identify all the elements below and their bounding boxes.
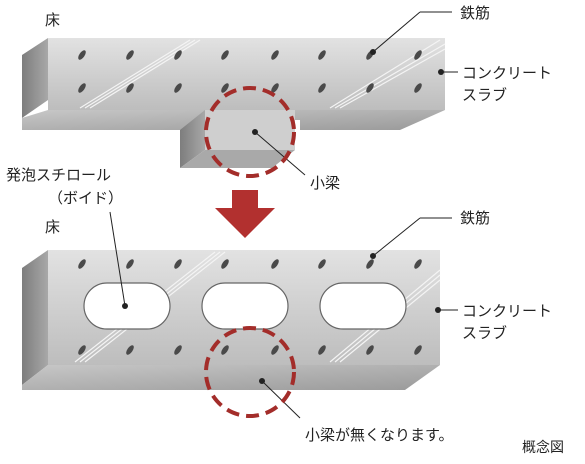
rebar-hole: [221, 345, 229, 355]
rebar-hole: [318, 83, 326, 93]
rebar-hole: [174, 83, 182, 93]
rebar-hole: [126, 259, 134, 269]
bottom-no-beam-label: 小梁が無くなります。: [305, 426, 454, 444]
rebar-hole: [366, 259, 374, 269]
transition-arrow: [215, 190, 275, 238]
bottom-rebar-label: 鉄筋: [460, 209, 490, 227]
bottom-no-beam-leader: [261, 380, 301, 419]
top-rebar-label: 鉄筋: [460, 4, 490, 22]
bottom-slab-label-line1: コンクリート: [462, 302, 552, 320]
rebar-hole: [78, 259, 86, 269]
bottom-slab-left-face: [22, 250, 48, 385]
rebar-hole: [174, 259, 182, 269]
rebar-hole: [414, 83, 422, 93]
rebar-hole: [414, 345, 422, 355]
rebar-hole: [221, 83, 229, 93]
top-slab: [22, 11, 458, 178]
void-2: [201, 282, 289, 330]
bottom-foam-label-line1: 発泡スチロール: [6, 166, 111, 184]
rebar-hole: [221, 50, 229, 60]
rebar-hole: [318, 259, 326, 269]
bottom-rebar-leader: [372, 217, 421, 257]
rebar-hole: [174, 50, 182, 60]
bottom-rebar-holes: [78, 259, 422, 355]
rebar-hole: [78, 345, 86, 355]
top-beam-dashed-circle: [204, 86, 296, 178]
bottom-slab: [22, 211, 458, 419]
rebar-hole: [271, 345, 279, 355]
bottom-floor-label: 床: [45, 218, 60, 236]
rebar-hole: [366, 345, 374, 355]
top-rebar-leader: [372, 11, 421, 53]
top-slab-label-line1: コンクリート: [462, 64, 552, 82]
void-3: [319, 282, 407, 330]
rebar-hole: [414, 259, 422, 269]
rebar-hole: [271, 83, 279, 93]
rebar-hole: [221, 259, 229, 269]
rebar-hole: [126, 50, 134, 60]
top-slab-left-face: [22, 38, 48, 118]
top-beam-label: 小梁: [310, 174, 340, 192]
bottom-foam-label-line2: （ボイド）: [48, 189, 123, 207]
rebar-hole: [78, 50, 86, 60]
rebar-hole: [318, 345, 326, 355]
top-slab-front-face: [48, 38, 445, 110]
rebar-hole: [126, 83, 134, 93]
top-beam-leader: [254, 131, 306, 176]
top-floor-label: 床: [45, 11, 60, 29]
bottom-no-beam-dashed-circle: [204, 326, 296, 418]
bottom-foam-leader: [109, 211, 126, 307]
rebar-hole: [271, 50, 279, 60]
top-rebar-holes: [78, 50, 422, 93]
rebar-hole: [126, 345, 134, 355]
rebar-hole: [318, 50, 326, 60]
rebar-hole: [78, 83, 86, 93]
top-small-beam-bottom: [180, 150, 295, 168]
rebar-hole: [414, 50, 422, 60]
top-small-beam-front: [205, 110, 295, 150]
top-small-beam-side: [180, 110, 205, 168]
bottom-slab-bottom-face: [22, 365, 440, 390]
bottom-slab-label-line2: スラブ: [462, 324, 507, 342]
rebar-hole: [174, 345, 182, 355]
caption: 概念図: [522, 439, 564, 456]
rebar-hole: [271, 259, 279, 269]
top-slab-label-line2: スラブ: [462, 86, 507, 104]
rebar-hole: [366, 83, 374, 93]
